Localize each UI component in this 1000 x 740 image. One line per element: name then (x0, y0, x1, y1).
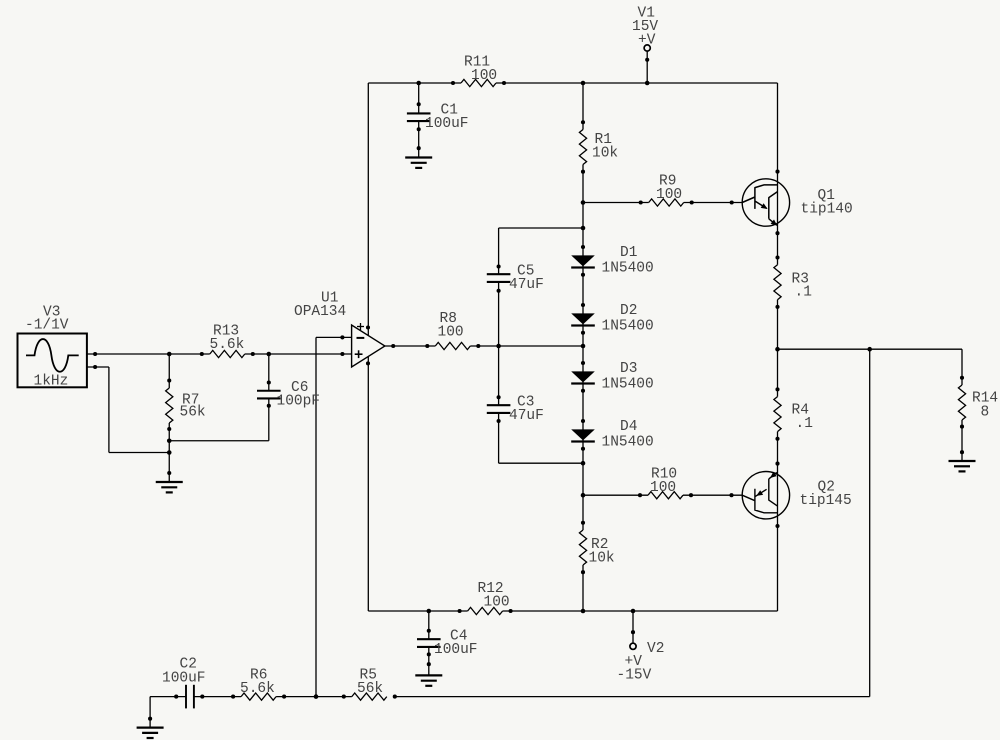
svg-text:tip145: tip145 (800, 493, 852, 509)
svg-text:1N5400: 1N5400 (602, 377, 654, 393)
svg-text:C6: C6 (291, 380, 308, 396)
svg-text:C3: C3 (517, 395, 534, 411)
svg-text:OPA134: OPA134 (294, 304, 346, 320)
svg-text:R2: R2 (591, 537, 608, 553)
svg-text:10k: 10k (589, 551, 615, 567)
svg-text:R6: R6 (250, 668, 267, 684)
svg-text:47uF: 47uF (509, 277, 544, 293)
svg-text:Q1: Q1 (818, 188, 835, 204)
svg-text:100uF: 100uF (162, 671, 206, 687)
svg-text:D1: D1 (620, 245, 637, 261)
svg-text:Q2: Q2 (818, 480, 835, 496)
svg-text:8: 8 (981, 405, 990, 421)
svg-text:C5: C5 (517, 264, 534, 280)
svg-text:R5: R5 (360, 668, 377, 684)
svg-text:56k: 56k (357, 681, 383, 697)
svg-text:R1: R1 (595, 132, 612, 148)
svg-text:100: 100 (656, 187, 682, 203)
svg-text:D2: D2 (620, 303, 637, 319)
svg-text:.1: .1 (796, 416, 813, 432)
svg-text:R4: R4 (792, 403, 809, 419)
svg-text:R11: R11 (464, 55, 490, 71)
svg-text:D3: D3 (620, 361, 637, 377)
svg-text:1N5400: 1N5400 (602, 435, 654, 451)
svg-text:-1/1V: -1/1V (25, 318, 69, 334)
svg-text:C1: C1 (441, 103, 458, 119)
svg-text:R9: R9 (659, 174, 676, 190)
svg-text:R13: R13 (213, 324, 239, 340)
svg-text:R10: R10 (651, 467, 677, 483)
svg-text:D4: D4 (620, 419, 637, 435)
svg-text:10k: 10k (592, 146, 618, 162)
svg-text:5.6k: 5.6k (210, 337, 245, 353)
svg-text:+V: +V (625, 654, 643, 670)
svg-text:U1: U1 (321, 291, 338, 307)
svg-text:56k: 56k (180, 405, 206, 421)
svg-text:V2: V2 (647, 641, 664, 657)
svg-text:R8: R8 (440, 311, 457, 327)
svg-text:R12: R12 (478, 581, 504, 597)
svg-text:100uF: 100uF (425, 116, 469, 132)
svg-text:15V: 15V (632, 19, 658, 35)
svg-text:1N5400: 1N5400 (602, 319, 654, 335)
svg-text:1kHz: 1kHz (34, 374, 69, 390)
svg-text:V3: V3 (43, 305, 60, 321)
svg-text:47uF: 47uF (509, 408, 544, 424)
svg-text:C4: C4 (450, 629, 467, 645)
svg-text:R7: R7 (182, 393, 199, 409)
svg-text:V1: V1 (638, 6, 655, 22)
svg-text:5.6k: 5.6k (240, 681, 275, 697)
svg-text:R3: R3 (792, 272, 809, 288)
svg-text:tip140: tip140 (801, 202, 853, 218)
svg-text:100: 100 (438, 325, 464, 341)
svg-text:+V: +V (638, 33, 656, 49)
svg-text:100: 100 (471, 68, 497, 84)
svg-text:.1: .1 (795, 285, 812, 301)
svg-text:-15V: -15V (617, 668, 652, 684)
svg-text:100pF: 100pF (277, 394, 321, 410)
svg-text:100uF: 100uF (434, 642, 478, 658)
svg-text:100: 100 (484, 595, 510, 611)
svg-text:100: 100 (650, 480, 676, 496)
svg-text:C2: C2 (180, 657, 197, 673)
svg-text:1N5400: 1N5400 (602, 261, 654, 277)
svg-text:R14: R14 (972, 391, 998, 407)
